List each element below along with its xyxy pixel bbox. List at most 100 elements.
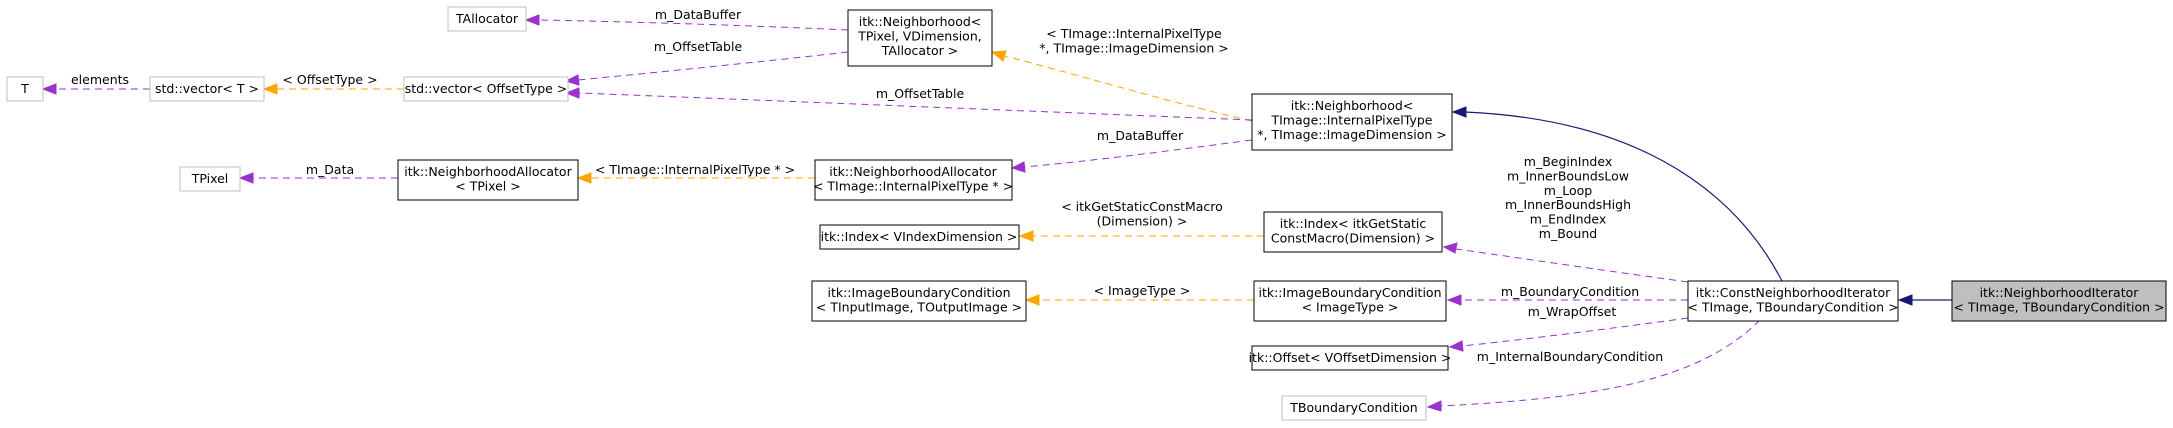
- node-ibc-template[interactable]: itk::ImageBoundaryCondition< TInputImage…: [811, 280, 1027, 322]
- edge-databuffer-to-nalloc: [1023, 139, 1253, 168]
- arrowhead: [41, 83, 57, 95]
- text-line: itk::ConstNeighborhoodIterator: [1696, 285, 1891, 300]
- edge-offsettable-to-vector: [577, 51, 849, 81]
- arrowhead: [1024, 294, 1040, 306]
- node-ibc-imagetype[interactable]: itk::ImageBoundaryCondition< ImageType >: [1253, 280, 1447, 322]
- text-line: itk::ImageBoundaryCondition: [1258, 285, 1441, 300]
- edge-labels: m_DataBuffer m_OffsetTable elements < Of…: [71, 7, 1663, 364]
- text-line: m_BoundaryCondition: [1501, 284, 1639, 299]
- text-line: T: [20, 81, 29, 96]
- node-vector-offset[interactable]: std::vector< OffsetType >: [403, 76, 569, 102]
- text-line: itk::Index< itkGetStatic: [1280, 216, 1427, 231]
- node-nalloc-internal[interactable]: itk::NeighborhoodAllocator< TImage::Inte…: [813, 159, 1013, 201]
- node-label: T: [20, 81, 29, 96]
- arrowhead: [1448, 340, 1464, 352]
- text-line: itk::Offset< VOffsetDimension >: [1249, 350, 1452, 365]
- edge-label-offsettype: < OffsetType >: [282, 72, 377, 87]
- text-line: < TImage, TBoundaryCondition >: [1687, 299, 1898, 314]
- text-line: ConstMacro(Dimension) >: [1271, 230, 1435, 245]
- text-line: < TImage::InternalPixelType * >: [813, 178, 1013, 193]
- text-line: itk::NeighborhoodAllocator: [404, 164, 572, 179]
- text-line: < TImage::InternalPixelType * >: [595, 162, 795, 177]
- text-line: itk::Neighborhood<: [1291, 98, 1414, 113]
- nodes: TAllocator T std::vector< T > std::vecto…: [6, 6, 2167, 421]
- text-line: m_InnerBoundsHigh: [1505, 197, 1631, 212]
- edge-internal-pixel-template: [1003, 55, 1253, 122]
- arrowhead: [564, 74, 580, 86]
- node-index-v[interactable]: itk::Index< VIndexDimension >: [819, 224, 1020, 250]
- text-line: m_DataBuffer: [1097, 128, 1184, 143]
- node-nalloc-tpixel[interactable]: itk::NeighborhoodAllocator< TPixel >: [397, 159, 579, 201]
- arrowhead: [576, 172, 592, 184]
- text-line: itk::NeighborhoodAllocator: [829, 164, 997, 179]
- text-line: m_EndIndex: [1530, 212, 1607, 227]
- text-line: (Dimension) >: [1097, 213, 1188, 228]
- arrowhead: [1426, 400, 1442, 412]
- node-label: itk::Neighborhood<TImage::InternalPixelT…: [1257, 98, 1446, 142]
- node-vector-t[interactable]: std::vector< T >: [149, 76, 265, 102]
- text-line: itk::NeighborhoodIterator: [1980, 285, 2140, 300]
- text-line: TPixel, VDimension,: [857, 28, 981, 43]
- node-tboundary[interactable]: TBoundaryCondition: [1281, 395, 1427, 421]
- text-line: itk::ImageBoundaryCondition: [827, 285, 1010, 300]
- text-line: itk::Index< VIndexDimension >: [821, 229, 1018, 244]
- node-neighborhood-iterator[interactable]: itk::NeighborhoodIterator< TImage, TBoun…: [1951, 280, 2167, 322]
- edge-label-offsettable-2: m_OffsetTable: [876, 86, 965, 101]
- edge-label-imagetype: < ImageType >: [1094, 283, 1191, 298]
- text-line: < OffsetType >: [282, 72, 377, 87]
- text-line: m_InnerBoundsLow: [1507, 168, 1629, 183]
- text-line: *, TImage::ImageDimension >: [1257, 127, 1446, 142]
- node-offset-v[interactable]: itk::Offset< VOffsetDimension >: [1249, 345, 1452, 371]
- edge-inherit-neighborhood: [1464, 111, 1783, 282]
- node-label: itk::Index< VIndexDimension >: [821, 229, 1018, 244]
- node-label: TBoundaryCondition: [1289, 400, 1417, 415]
- edge-label-databuffer-2: m_DataBuffer: [1097, 128, 1184, 143]
- arrowhead: [1442, 242, 1458, 254]
- text-line: TBoundaryCondition: [1289, 400, 1417, 415]
- node-label: itk::NeighborhoodIterator< TImage, TBoun…: [1953, 285, 2164, 314]
- edge-label-boundarycondition: m_BoundaryCondition: [1501, 284, 1639, 299]
- node-tallocator[interactable]: TAllocator: [447, 6, 527, 32]
- arrowhead: [524, 14, 540, 26]
- node-label: itk::Neighborhood<TPixel, VDimension,TAl…: [857, 14, 981, 58]
- node-neighborhood-tpixel[interactable]: itk::Neighborhood<TPixel, VDimension,TAl…: [847, 9, 993, 67]
- node-const-iterator[interactable]: itk::ConstNeighborhoodIterator< TImage, …: [1687, 280, 1899, 322]
- arrowhead: [990, 50, 1007, 62]
- edge-wrapoffset: [1461, 317, 1689, 347]
- edge-label-static-macro: < itkGetStaticConstMacro(Dimension) >: [1061, 199, 1223, 228]
- node-label: std::vector< T >: [155, 81, 259, 96]
- text-line: TPixel: [191, 171, 229, 186]
- text-line: TAllocator: [455, 11, 519, 26]
- text-line: m_OffsetTable: [654, 39, 743, 54]
- node-neighborhood-internal[interactable]: itk::Neighborhood<TImage::InternalPixelT…: [1251, 93, 1453, 151]
- text-line: < ImageType >: [1094, 283, 1191, 298]
- edges: [41, 14, 1953, 412]
- text-line: < TPixel >: [455, 178, 520, 193]
- edge-offsettable-to-vector-2: [577, 92, 1253, 121]
- node-label: itk::Offset< VOffsetDimension >: [1249, 350, 1452, 365]
- arrowhead: [1446, 294, 1462, 306]
- text-line: m_DataBuffer: [655, 7, 742, 22]
- arrowhead: [1010, 161, 1026, 173]
- arrowhead: [1451, 106, 1467, 118]
- text-line: m_WrapOffset: [1528, 304, 1617, 319]
- node-label: itk::NeighborhoodAllocator< TPixel >: [404, 164, 572, 193]
- edge-label-offsettable-1: m_OffsetTable: [654, 39, 743, 54]
- edge-label-wrapoffset: m_WrapOffset: [1528, 304, 1617, 319]
- node-label: TAllocator: [455, 11, 519, 26]
- edge-index-members: [1455, 248, 1689, 283]
- arrowhead: [1018, 230, 1034, 242]
- arrowhead: [1897, 294, 1913, 306]
- node-tpixel[interactable]: TPixel: [179, 166, 241, 192]
- text-line: std::vector< T >: [155, 81, 259, 96]
- node-label: TPixel: [191, 171, 229, 186]
- node-label: itk::NeighborhoodAllocator< TImage::Inte…: [813, 164, 1013, 193]
- edge-label-databuffer-1: m_DataBuffer: [655, 7, 742, 22]
- text-line: < TInputImage, TOutputImage >: [816, 299, 1022, 314]
- text-line: < TImage, TBoundaryCondition >: [1953, 299, 2164, 314]
- text-line: m_Data: [306, 162, 354, 177]
- node-t[interactable]: T: [6, 76, 44, 102]
